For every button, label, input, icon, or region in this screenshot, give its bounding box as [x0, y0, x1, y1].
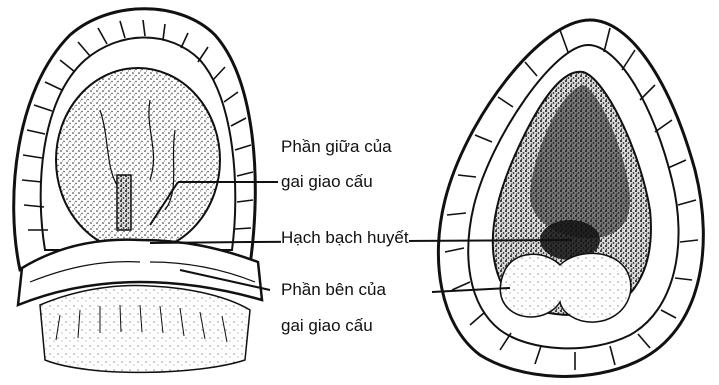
- right-lateral-lobes: [500, 253, 631, 322]
- label-lateral-part-line2: gai giao cấu: [281, 316, 373, 336]
- left-central-body: [56, 68, 220, 252]
- label-middle-part-line1: Phần giữa của: [281, 137, 392, 157]
- right-specimen: [438, 20, 703, 376]
- label-lateral-part-line1: Phần bên của: [281, 280, 386, 300]
- label-middle-part-line2: gai giao cấu: [281, 172, 373, 192]
- left-base-tissue: [40, 286, 250, 373]
- left-specimen: [14, 9, 262, 373]
- left-midline-spine: [117, 175, 131, 230]
- label-lymph-node: Hạch bạch huyết: [281, 228, 409, 248]
